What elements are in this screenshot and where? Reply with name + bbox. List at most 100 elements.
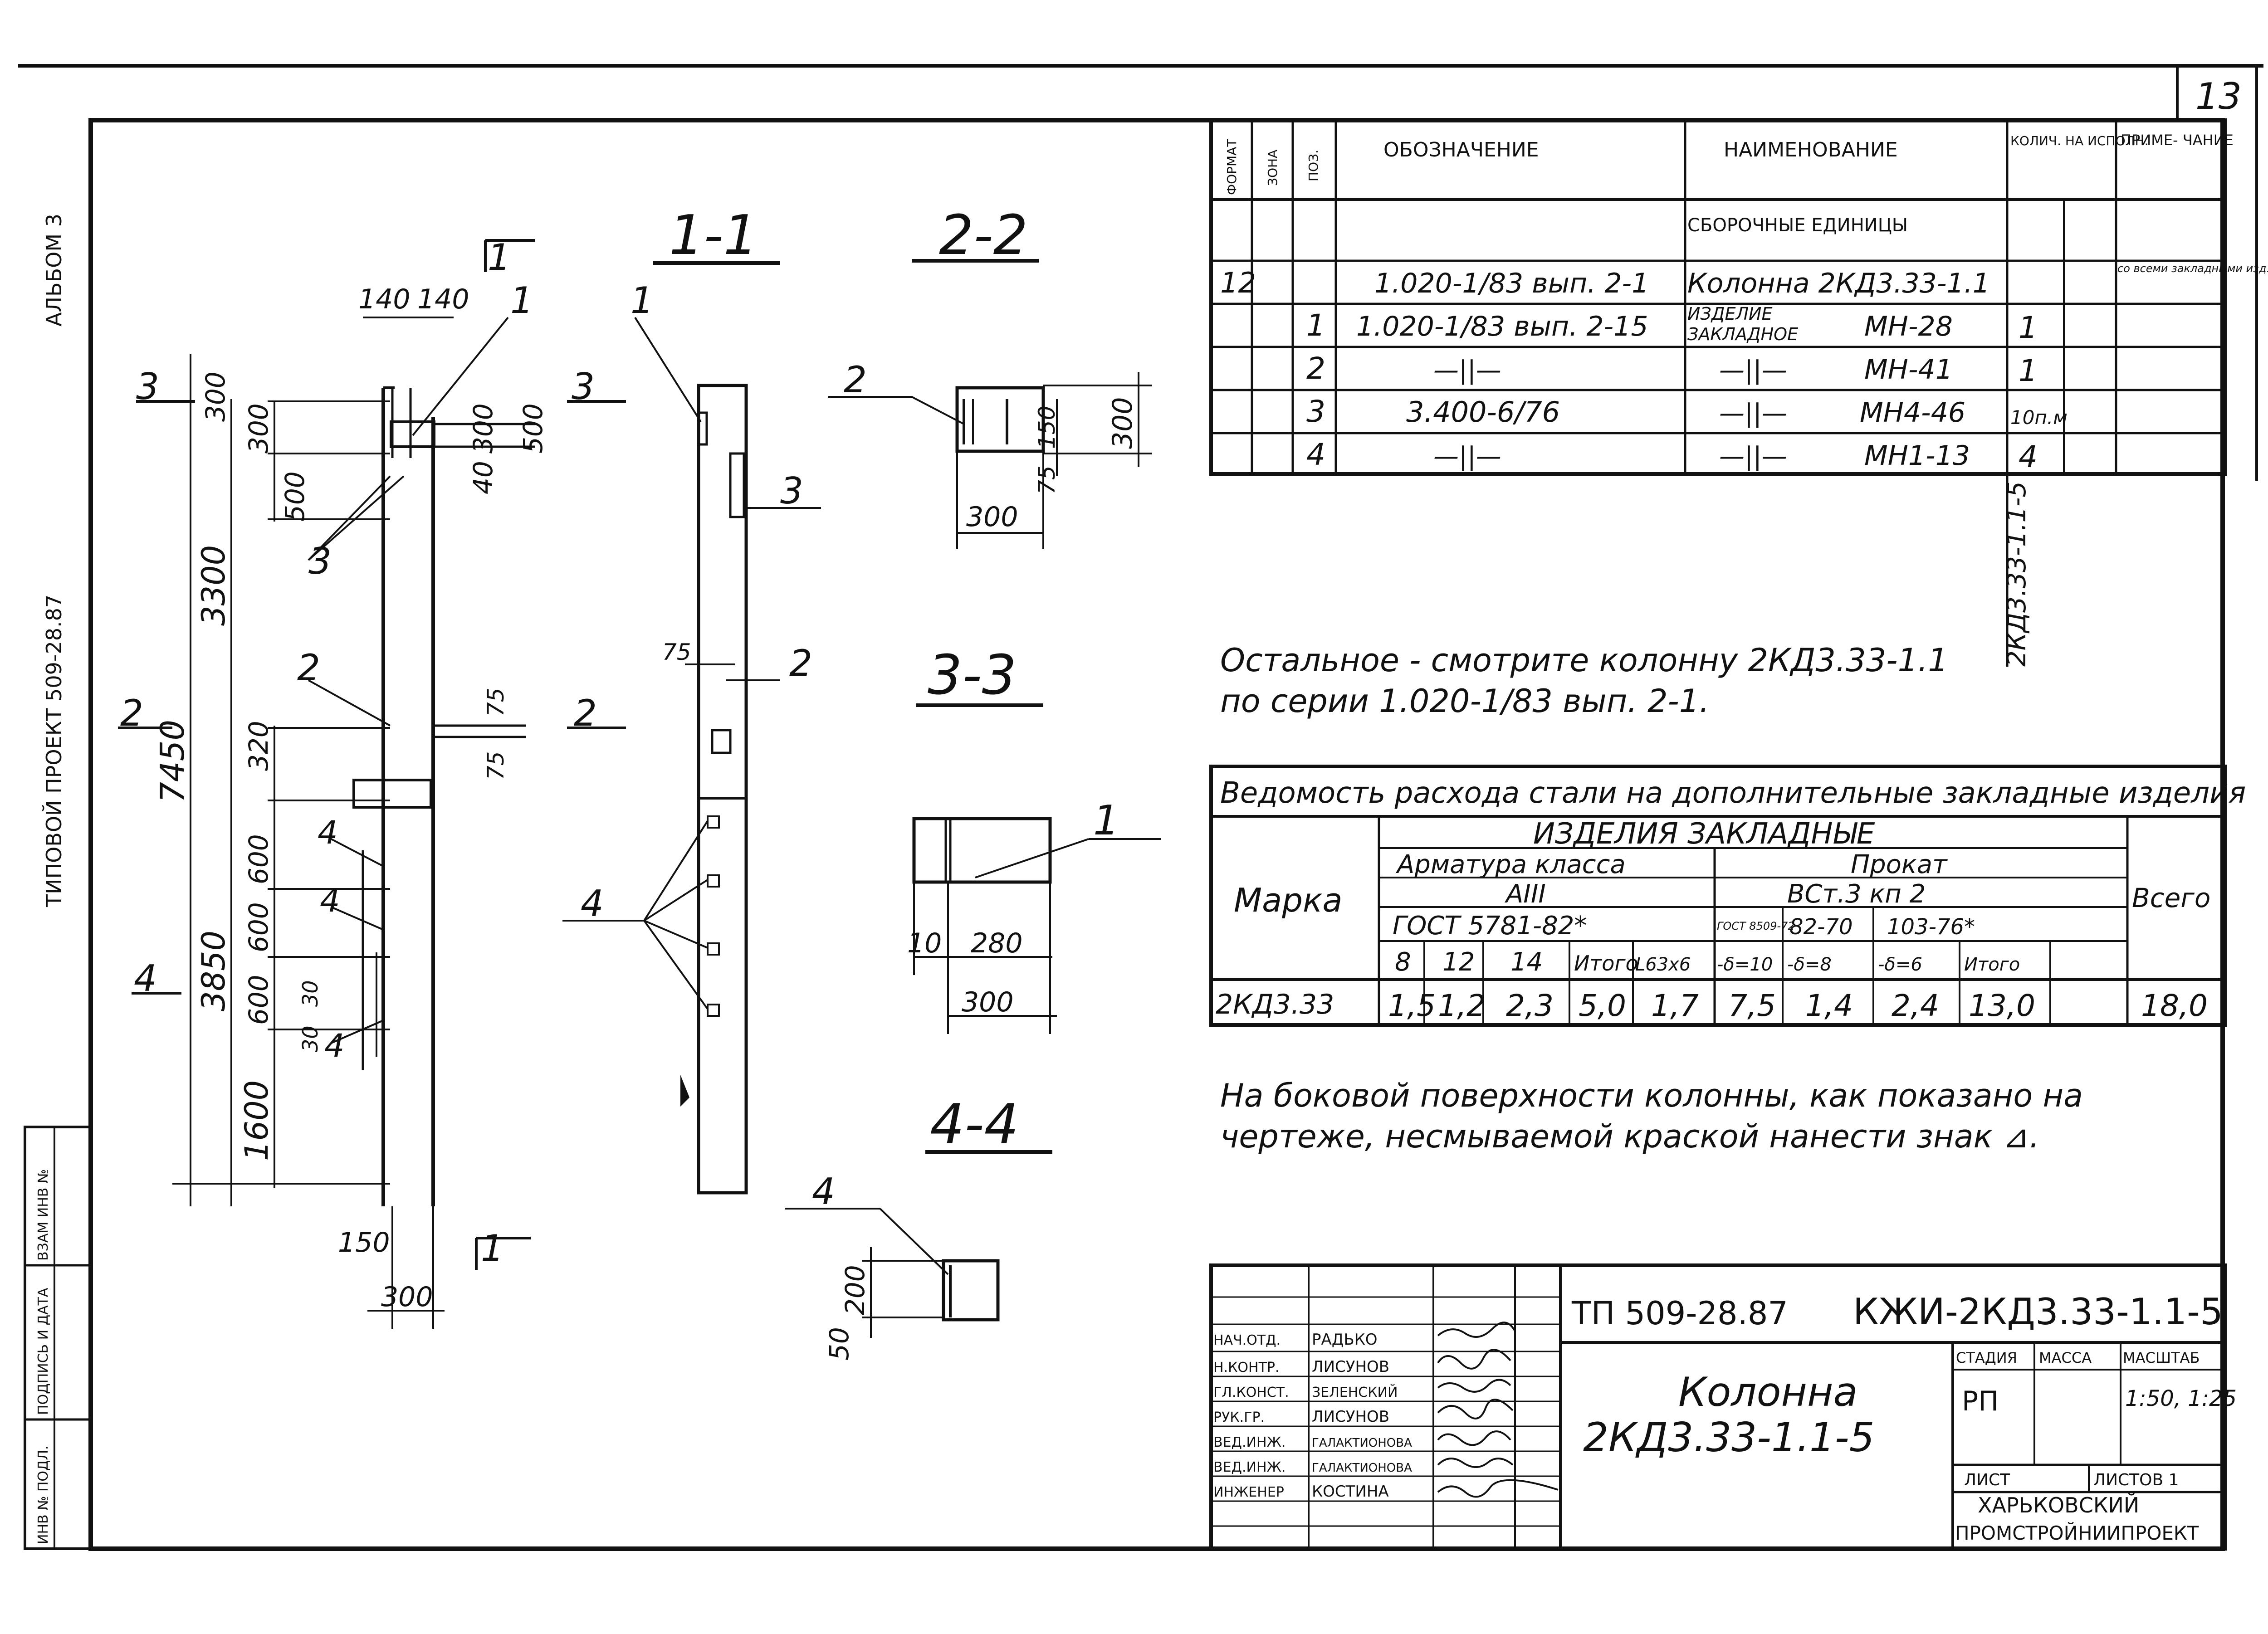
steel-total-header: Всего bbox=[2132, 883, 2210, 913]
spec-row-4-name: —||— bbox=[1719, 442, 1787, 471]
section-4-4-title: 4-4 bbox=[930, 1093, 1019, 1156]
spec-row-4-pos: 4 bbox=[1306, 437, 1325, 472]
spec-row-1-pos: 1 bbox=[1306, 308, 1325, 343]
spec-header-designation: ОБОЗНАЧЕНИЕ bbox=[1383, 138, 1539, 161]
spec-row-3-mark: МН4-46 bbox=[1860, 397, 1965, 429]
side-stamp bbox=[24, 1126, 92, 1550]
sig-role-2: ГЛ.КОНСТ. bbox=[1213, 1385, 1289, 1400]
sig-name-1: ЛИСУНОВ bbox=[1312, 1358, 1389, 1376]
steel-rebar-class: АIII bbox=[1505, 879, 1546, 909]
dim-300-r: 300 bbox=[468, 403, 499, 454]
spec-row-3-name: —||— bbox=[1719, 399, 1787, 428]
dim-40: 40 bbox=[468, 461, 499, 494]
dim-50-s44: 50 bbox=[824, 1327, 855, 1361]
callout-2-main: 2 bbox=[297, 647, 320, 689]
spec-row-2-designation: —||— bbox=[1433, 356, 1501, 385]
dim-280-s33: 280 bbox=[971, 927, 1023, 959]
title-block bbox=[1209, 1263, 2227, 1551]
spec-row-1-qty: 1 bbox=[2019, 310, 2038, 345]
sig-name-3: ЛИСУНОВ bbox=[1312, 1408, 1389, 1426]
steel-rolled-gost-3: 103-76* bbox=[1887, 914, 1975, 940]
spec-row-0-format: 12 bbox=[1220, 266, 1256, 299]
stamp-inv-label: ИНВ № ПОДЛ. bbox=[35, 1445, 51, 1544]
steel-row-val-d6: 2,4 bbox=[1892, 988, 1939, 1023]
spec-table bbox=[1209, 118, 2227, 476]
dim-500-r: 500 bbox=[518, 403, 548, 454]
cut-mark-2-right: 2 bbox=[574, 692, 597, 734]
spec-row-1-mark: МН-28 bbox=[1864, 311, 1953, 342]
steel-row-val-8: 1,5 bbox=[1388, 988, 1436, 1023]
dim-300-s22-bottom: 300 bbox=[966, 501, 1018, 533]
dim-600-3: 600 bbox=[243, 975, 274, 1025]
steel-row-val-12: 1,2 bbox=[1438, 988, 1486, 1023]
cut-mark-4-left: 4 bbox=[134, 957, 157, 1000]
project-vertical-label: ТИПОВОЙ ПРОЕКТ 509-28.87 bbox=[42, 595, 66, 907]
dim-200-s44: 200 bbox=[840, 1265, 870, 1315]
steel-rolled-grade: ВСт.3 кп 2 bbox=[1787, 879, 1926, 909]
stamp-signature-label: ПОДПИСЬ И ДАТА bbox=[35, 1288, 51, 1415]
sig-name-4: ГАЛАКТИОНОВА bbox=[1312, 1436, 1412, 1450]
steel-rolled-header: Прокат bbox=[1851, 850, 1948, 879]
dim-500-l: 500 bbox=[279, 471, 310, 522]
steel-col-8: 8 bbox=[1395, 947, 1411, 977]
column-mark-vertical: 2КД3.33-1.1-5 bbox=[2002, 481, 2032, 667]
spec-row-0-name: Колонна 2КД3.33-1.1 bbox=[1687, 268, 1990, 299]
spec-header-qty: КОЛИЧ. НА ИСПОЛН. bbox=[2010, 133, 2149, 148]
dim-300-s33: 300 bbox=[962, 986, 1014, 1018]
title-mass-label: МАССА bbox=[2039, 1349, 2092, 1366]
title-sheet-label: ЛИСТ bbox=[1964, 1471, 2010, 1489]
sig-role-4: ВЕД.ИНЖ. bbox=[1213, 1434, 1286, 1450]
steel-col-d8: -δ=8 bbox=[1787, 954, 1832, 975]
steel-group-header: ИЗДЕЛИЯ ЗАКЛАДНЫЕ bbox=[1533, 817, 1875, 851]
spec-row-4-mark: МН1-13 bbox=[1864, 440, 1970, 472]
sig-role-3: РУК.ГР. bbox=[1213, 1410, 1265, 1425]
title-name-line-2: 2КД3.33-1.1-5 bbox=[1583, 1414, 1875, 1461]
cut-mark-3-right: 3 bbox=[572, 366, 595, 408]
sig-role-0: НАЧ.ОТД. bbox=[1213, 1332, 1281, 1348]
steel-row-total: 18,0 bbox=[2141, 988, 2208, 1023]
stamp-replace-label: ВЗАМ ИНВ № bbox=[35, 1169, 51, 1261]
cut-mark-1-top: 1 bbox=[488, 236, 511, 278]
spec-row-4-designation: —||— bbox=[1433, 442, 1501, 471]
steel-col-total-rebar: Итого bbox=[1574, 951, 1638, 976]
steel-col-12: 12 bbox=[1442, 947, 1475, 977]
callout-1-s11: 1 bbox=[631, 279, 654, 322]
callout-4-s11: 4 bbox=[581, 883, 604, 925]
title-org-line-2: ПРОМСТРОЙНИИПРОЕКТ bbox=[1955, 1522, 2199, 1544]
title-stage: РП bbox=[1962, 1385, 1999, 1417]
spec-header-note: ПРИМЕ- ЧАНИЕ bbox=[2121, 132, 2234, 149]
dim-150-s22: 150 bbox=[1034, 406, 1060, 449]
dim-320: 320 bbox=[243, 721, 274, 771]
steel-col-total-rolled: Итого bbox=[1964, 954, 2020, 975]
title-stage-label: СТАДИЯ bbox=[1956, 1349, 2017, 1366]
main-column-view bbox=[118, 239, 626, 1329]
spec-row-0-designation: 1.020-1/83 вып. 2-1 bbox=[1374, 268, 1649, 299]
dim-3850: 3850 bbox=[195, 931, 232, 1011]
sig-name-6: КОСТИНА bbox=[1312, 1483, 1389, 1501]
dim-140-left: 140 bbox=[358, 283, 411, 315]
title-doc-number: ТП 509-28.87 bbox=[1571, 1295, 1788, 1332]
page-number: 13 bbox=[2195, 75, 2242, 117]
sig-name-0: РАДЬКО bbox=[1312, 1331, 1378, 1349]
dim-30-bottom: 30 bbox=[298, 1025, 323, 1052]
spec-row-3-designation: 3.400-6/76 bbox=[1406, 395, 1560, 429]
callout-2-s11: 2 bbox=[789, 642, 812, 684]
dim-300-s22-right: 300 bbox=[1107, 397, 1139, 449]
cut-mark-2-left: 2 bbox=[120, 692, 143, 734]
callout-1-s33: 1 bbox=[1093, 797, 1119, 844]
note-2-line-2: чертеже, несмываемой краской нанести зна… bbox=[1220, 1118, 2039, 1155]
spec-row-3-pos: 3 bbox=[1306, 394, 1325, 429]
note-1-line-2: по серии 1.020-1/83 вып. 2-1. bbox=[1220, 683, 1710, 720]
dim-10-s33: 10 bbox=[907, 927, 942, 959]
title-sheets-label: ЛИСТОВ 1 bbox=[2093, 1471, 2179, 1489]
dim-75-top: 75 bbox=[483, 688, 509, 717]
dim-300-bottom: 300 bbox=[381, 1281, 433, 1313]
dim-30-top: 30 bbox=[298, 980, 323, 1007]
steel-row-val-total-rolled: 13,0 bbox=[1969, 988, 2035, 1023]
dim-140-right: 140 bbox=[417, 283, 469, 315]
sig-name-2: ЗЕЛЕНСКИЙ bbox=[1312, 1384, 1398, 1400]
title-scale-label: МАСШТАБ bbox=[2123, 1349, 2200, 1366]
spec-row-1-name-bottom: ЗАКЛАДНОЕ bbox=[1687, 324, 1798, 344]
callout-3-s11: 3 bbox=[780, 470, 803, 512]
